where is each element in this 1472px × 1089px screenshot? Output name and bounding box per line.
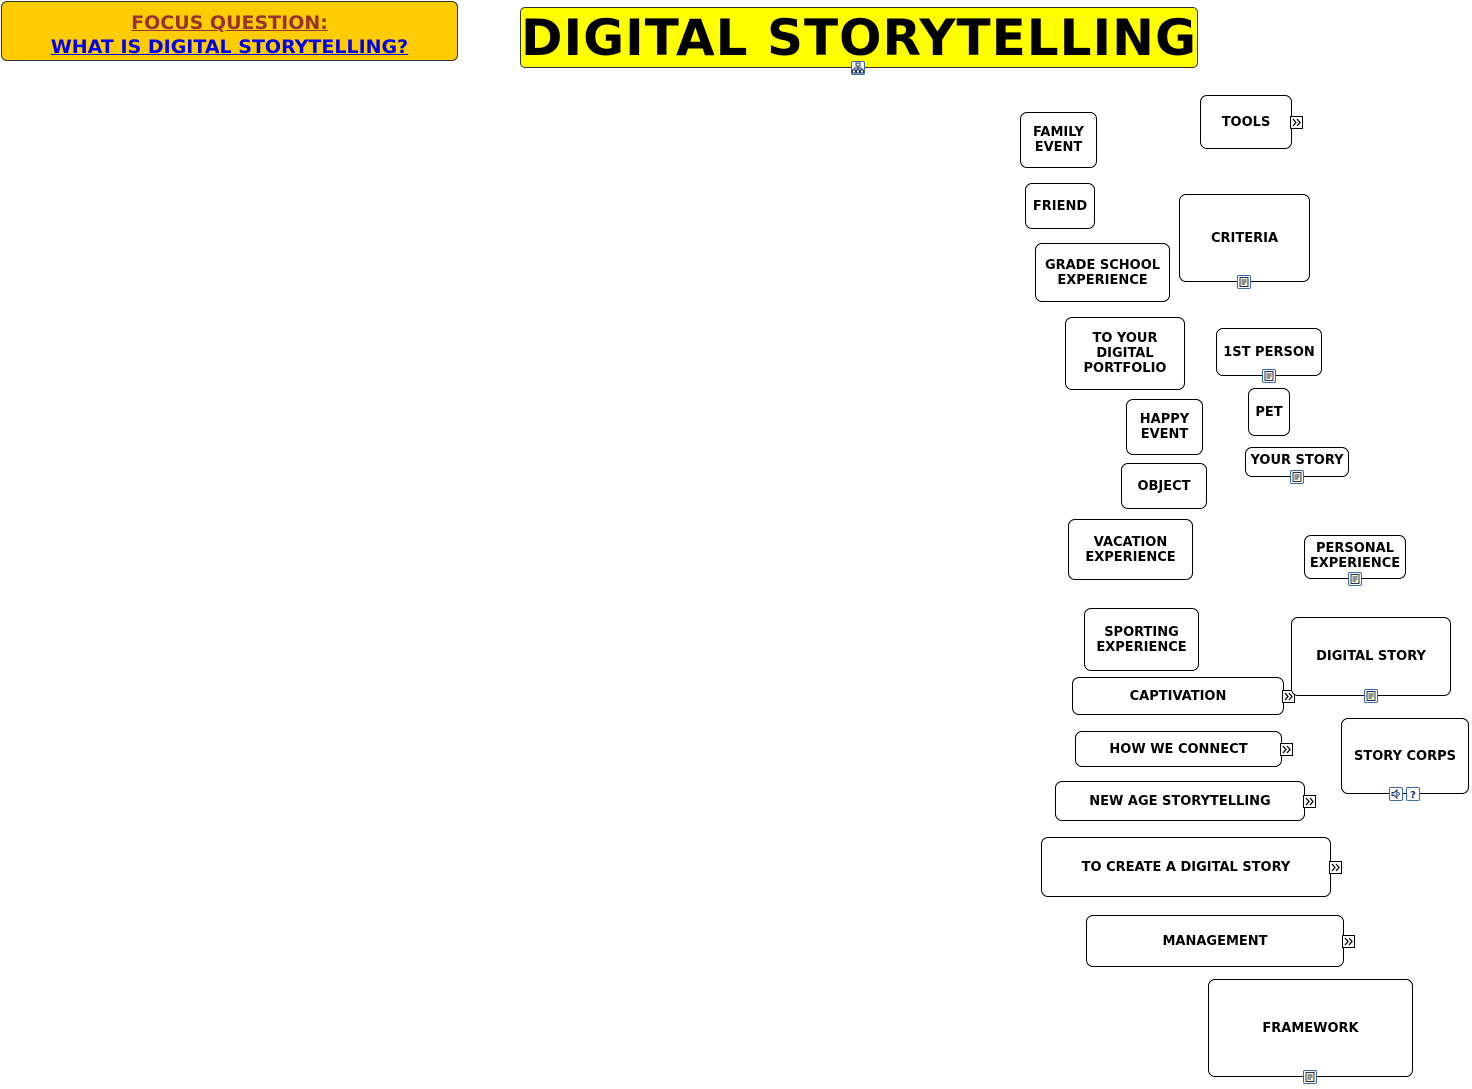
help-icon[interactable]: ? <box>1406 787 1420 801</box>
node-new-age-storytelling[interactable]: NEW AGE STORYTELLING <box>1055 781 1305 821</box>
expand-arrow-icon[interactable] <box>1329 861 1342 874</box>
expand-arrow-icon[interactable] <box>1303 795 1316 808</box>
node-to-create-a-digital-story[interactable]: TO CREATE A DIGITAL STORY <box>1041 837 1331 897</box>
node-management[interactable]: MANAGEMENT <box>1086 915 1344 967</box>
node-pet[interactable]: PET <box>1248 388 1290 436</box>
node-framework[interactable]: FRAMEWORK <box>1208 979 1413 1077</box>
focus-question-heading[interactable]: FOCUS QUESTION: <box>131 12 328 34</box>
speaker-icon[interactable] <box>1389 787 1403 801</box>
submap-icon[interactable] <box>851 61 865 75</box>
node-sporting-experience[interactable]: SPORTING EXPERIENCE <box>1084 608 1199 671</box>
main-title: DIGITAL STORYTELLING <box>520 7 1198 68</box>
node-grade-school-experience[interactable]: GRADE SCHOOL EXPERIENCE <box>1035 243 1170 302</box>
focus-question-link[interactable]: WHAT IS DIGITAL STORYTELLING? <box>50 36 409 58</box>
node-tools[interactable]: TOOLS <box>1200 95 1292 149</box>
node-personal-experience[interactable]: PERSONAL EXPERIENCE <box>1304 535 1406 579</box>
svg-text:?: ? <box>1410 790 1416 800</box>
node-family-event[interactable]: FAMILY EVENT <box>1020 112 1097 168</box>
node-happy-event[interactable]: HAPPY EVENT <box>1126 399 1203 455</box>
node-digital-story[interactable]: DIGITAL STORY <box>1291 617 1451 696</box>
node-criteria[interactable]: CRITERIA <box>1179 194 1310 282</box>
note-icon[interactable] <box>1303 1070 1317 1084</box>
node-story-corps[interactable]: STORY CORPS <box>1341 718 1469 794</box>
node-1st-person[interactable]: 1ST PERSON <box>1216 328 1322 376</box>
note-icon[interactable] <box>1262 369 1276 383</box>
expand-arrow-icon[interactable] <box>1342 935 1355 948</box>
node-to-your-digital-portfolio[interactable]: TO YOUR DIGITAL PORTFOLIO <box>1065 317 1185 390</box>
node-friend[interactable]: FRIEND <box>1025 183 1095 229</box>
node-object[interactable]: OBJECT <box>1121 463 1207 509</box>
node-vacation-experience[interactable]: VACATION EXPERIENCE <box>1068 519 1193 580</box>
note-icon[interactable] <box>1290 470 1304 484</box>
node-captivation[interactable]: CAPTIVATION <box>1072 677 1284 715</box>
note-icon[interactable] <box>1237 275 1251 289</box>
node-how-we-connect[interactable]: HOW WE CONNECT <box>1075 731 1282 767</box>
note-icon[interactable] <box>1364 689 1378 703</box>
expand-arrow-icon[interactable] <box>1280 743 1293 756</box>
note-icon[interactable] <box>1348 572 1362 586</box>
expand-arrow-icon[interactable] <box>1290 116 1303 129</box>
focus-question-box: FOCUS QUESTION: WHAT IS DIGITAL STORYTEL… <box>1 1 458 61</box>
